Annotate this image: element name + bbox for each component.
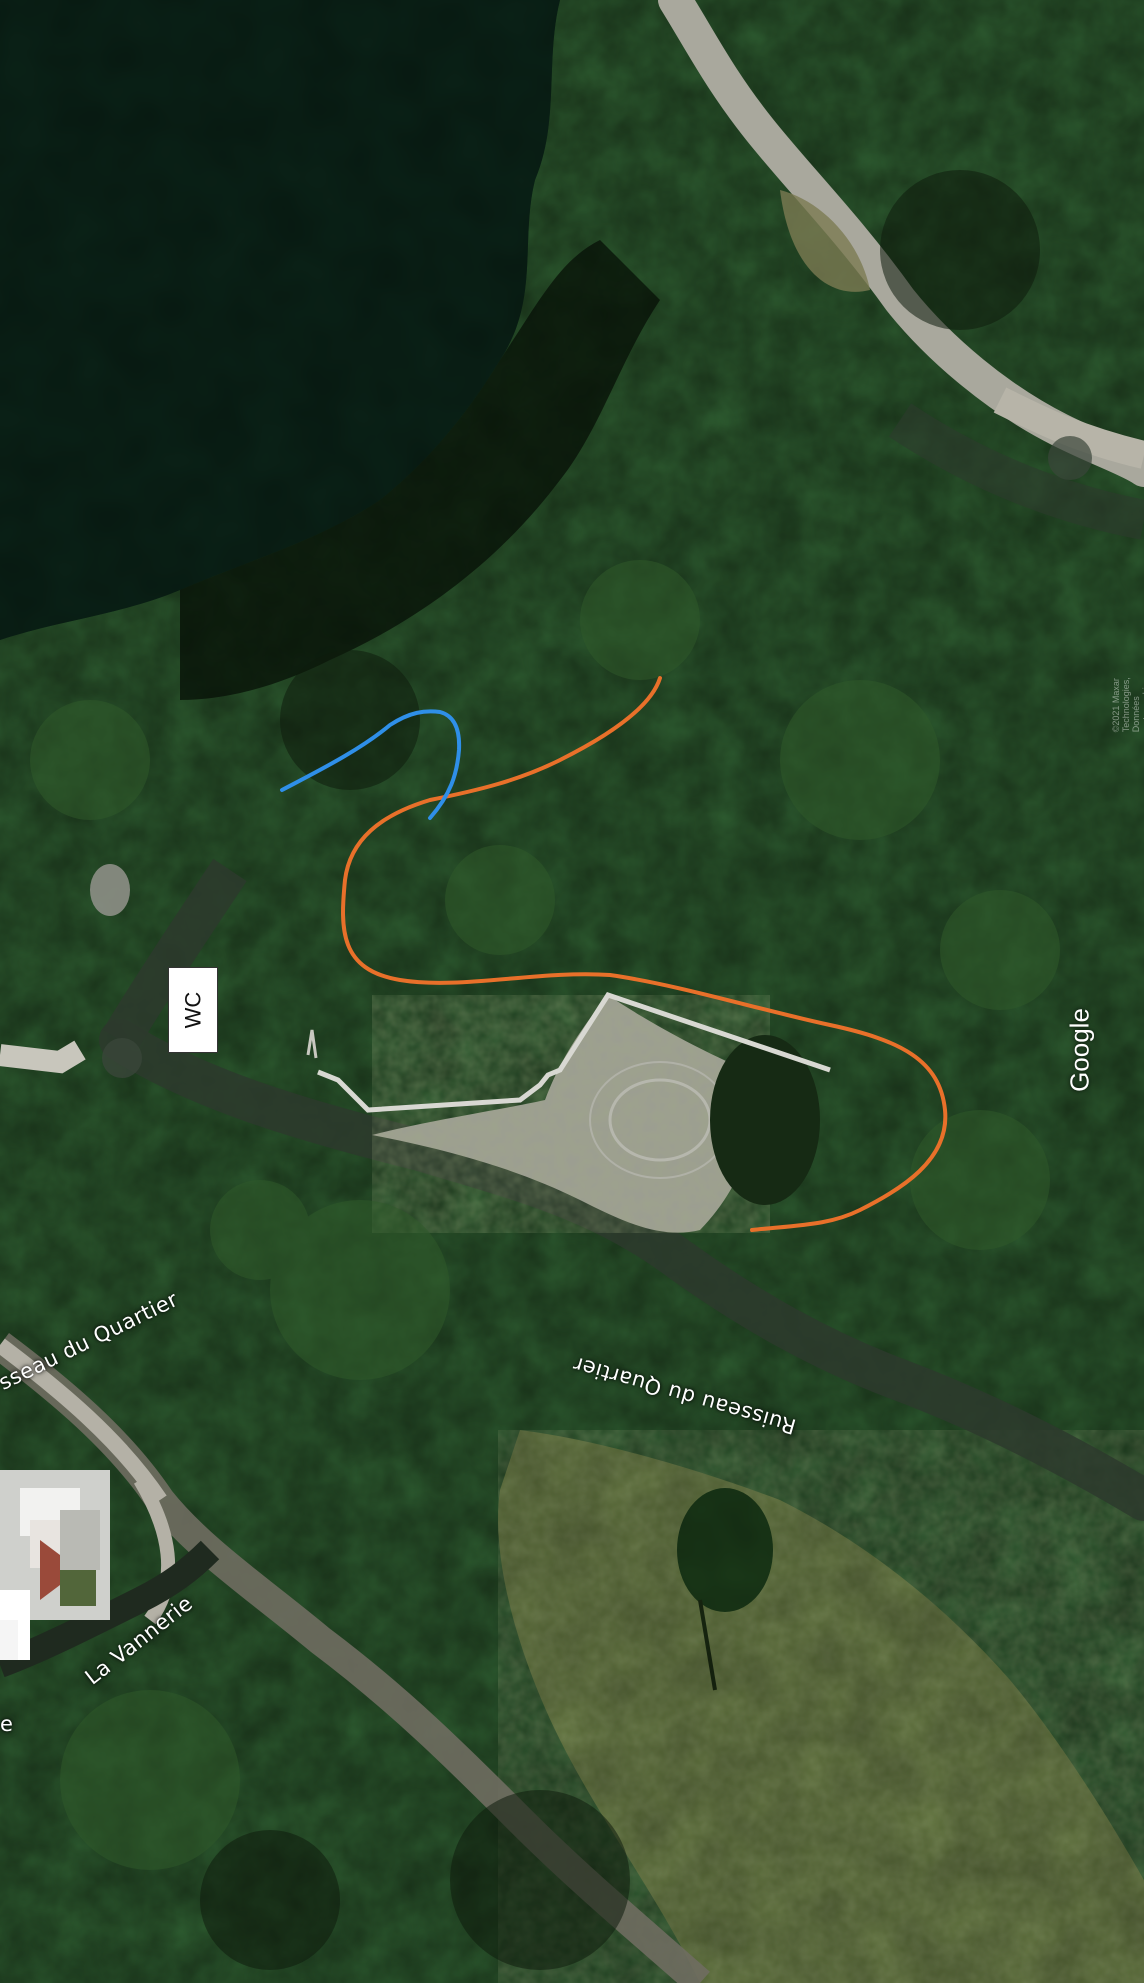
buildings bbox=[0, 1470, 110, 1660]
wc-label: WC bbox=[180, 991, 205, 1029]
wc-marker[interactable]: WC bbox=[168, 967, 218, 1053]
blue-trail bbox=[280, 709, 462, 820]
road-ruisseau-du-quartier bbox=[99, 1019, 1144, 1521]
street-label-edge: e bbox=[0, 1712, 14, 1736]
retaining-wall bbox=[317, 992, 831, 1113]
google-attribution: Google bbox=[1064, 1008, 1095, 1092]
orange-trail bbox=[341, 676, 948, 1232]
imagery-copyright: ©2021 Maxar Technologies, Données cartog… bbox=[1111, 667, 1144, 733]
